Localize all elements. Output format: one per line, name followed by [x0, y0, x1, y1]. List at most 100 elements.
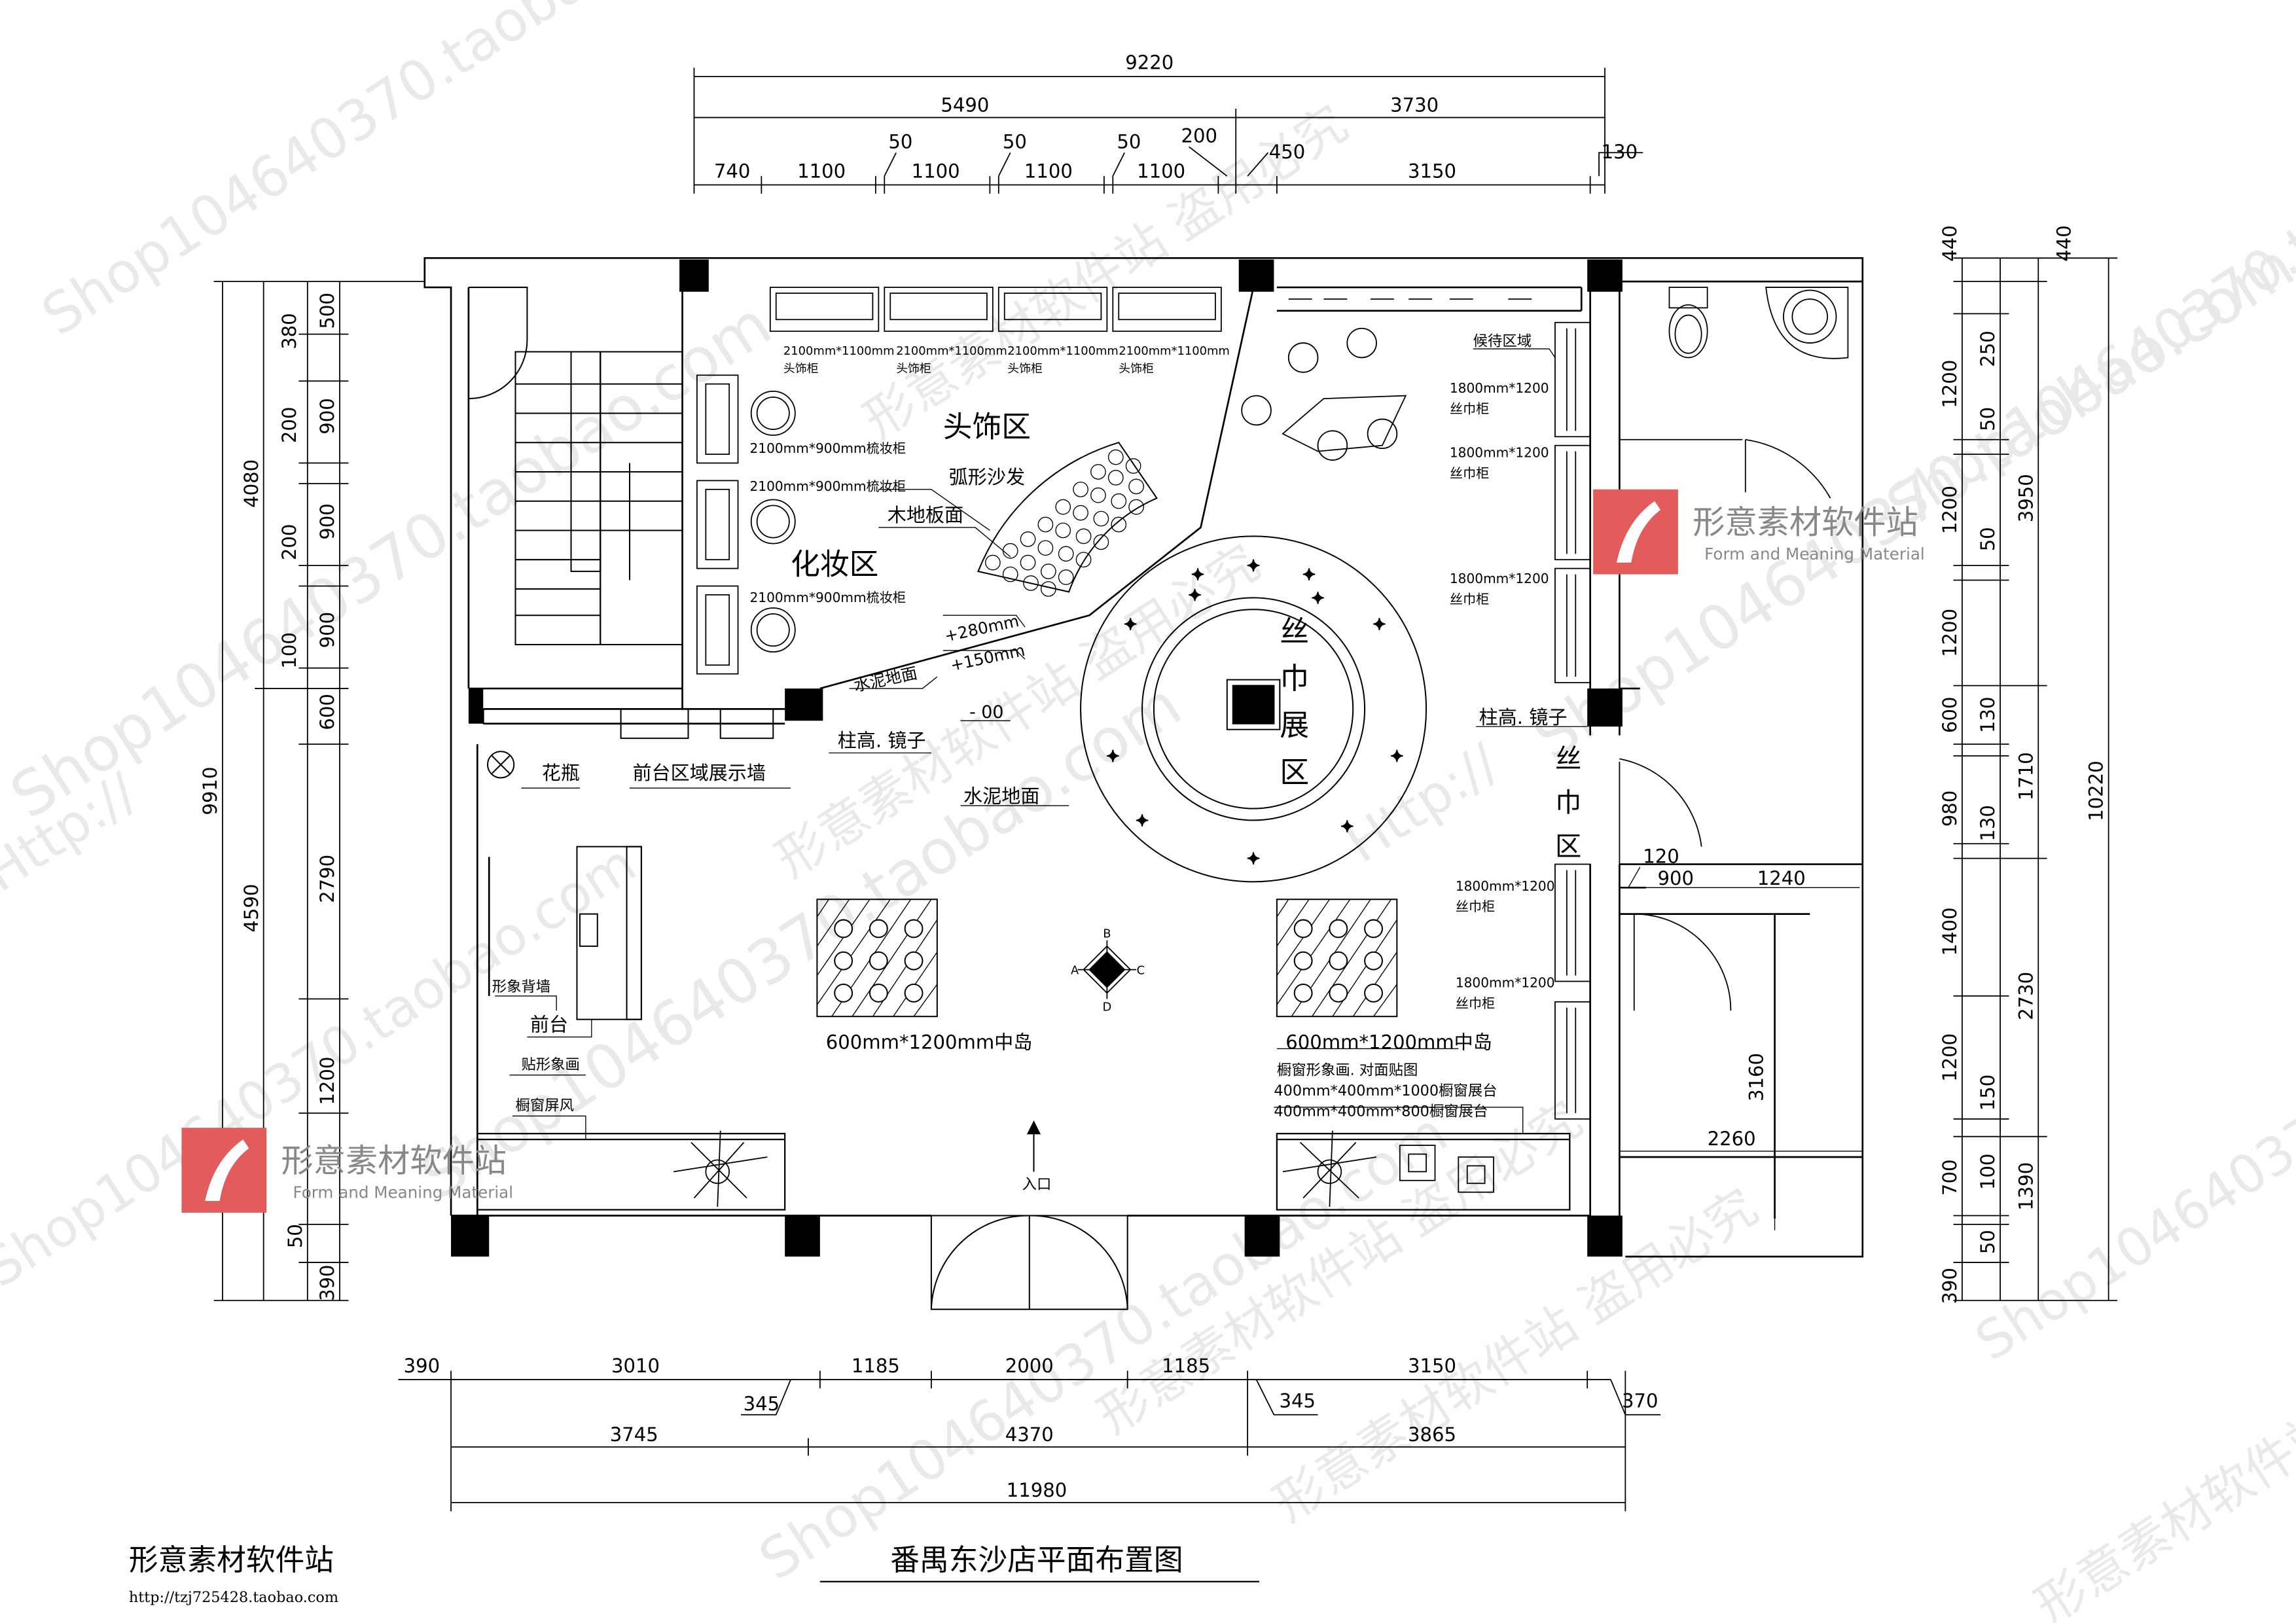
head-cabinet — [769, 287, 880, 332]
watermark-shop: Shop104640370.taobao.com — [31, 0, 742, 349]
makeup-cabinet — [696, 585, 739, 675]
scarf-cabinets — [1554, 321, 1591, 1120]
head-cabinet-labels: 2100mm*1100mm 头饰柜 2100mm*1100mm 头饰柜 2100… — [783, 344, 1230, 376]
dim-label: 130 — [1977, 697, 1999, 734]
watermark-shop: Shop104640370.taobao.com — [1876, 46, 2296, 539]
dim-label: 1400 — [1939, 907, 1961, 955]
logo-en: Form and Meaning Material — [293, 1183, 513, 1202]
silk-scarf-display: ✦✦✦ ✦✦✦ ✦✦✦ ✦✦✦ — [1080, 535, 1427, 883]
dim-label: 600 — [1939, 697, 1961, 734]
vase-icon — [486, 751, 515, 779]
dim-label: 1240 — [1757, 867, 1806, 889]
dim-label: 1100 — [1024, 160, 1073, 182]
waiting-chair — [1317, 430, 1348, 461]
window-decor — [673, 1130, 1494, 1207]
dim-label: 3745 — [610, 1423, 658, 1446]
svg-text:✦: ✦ — [1106, 747, 1120, 766]
dim-label: 100 — [1977, 1154, 1999, 1190]
dim-label: 3160 — [1746, 1053, 1768, 1101]
cabinet-label: 1800mm*1200 — [1450, 445, 1549, 461]
label-silk-zone-2: 巾 — [1555, 788, 1581, 818]
shop-windows — [476, 1133, 1571, 1211]
svg-text:✦: ✦ — [1124, 615, 1138, 634]
display-stand — [1226, 679, 1281, 730]
label-column-mirror: 柱高. 镜子 — [838, 730, 926, 752]
cabinet-label: 丝巾柜 — [1450, 401, 1489, 416]
toilet-tank — [1668, 287, 1708, 309]
column — [451, 1215, 490, 1257]
cabinet-label: 丝巾柜 — [1450, 591, 1489, 607]
dim-top-overall: 9220 — [1125, 52, 1174, 74]
label-wood-floor: 木地板面 — [888, 504, 963, 526]
label-silk-display-2: 巾 — [1280, 661, 1309, 696]
svg-text:✦: ✦ — [1390, 747, 1404, 766]
label-window-note-3: 400mm*400mm*800橱窗展台 — [1274, 1103, 1488, 1120]
dim-label: 130 — [1977, 805, 1999, 842]
compass-labels: B A C D — [1071, 927, 1145, 1014]
dim-label: 3150 — [1408, 160, 1456, 182]
compass-label: B — [1103, 927, 1111, 940]
bathroom — [1619, 287, 1849, 1011]
dim-bottom-overall: 11980 — [1007, 1479, 1067, 1501]
logo-upper: 形意素材软件站 Form and Meaning Material — [1593, 489, 1925, 575]
toilet-icon — [1668, 304, 1708, 359]
label-silk-zone-1: 丝 — [1555, 744, 1581, 774]
cabinet-label: 丝巾柜 — [1456, 899, 1495, 914]
label-silk-display-1: 丝 — [1280, 614, 1309, 649]
watermark-shop: Shop104640370.taobao.com — [0, 289, 784, 833]
column — [679, 259, 709, 292]
column — [1587, 259, 1623, 292]
cabinet-label: 2100mm*900mm梳妆柜 — [749, 440, 905, 456]
label-entrance: 入口 — [1022, 1176, 1052, 1193]
label-headwear-zone: 头饰区 — [943, 409, 1031, 444]
label-waiting: 候待区域 — [1473, 333, 1532, 350]
label-window-note-2: 400mm*400mm*1000橱窗展台 — [1274, 1082, 1497, 1099]
dim-label: 50 — [1977, 1230, 1999, 1254]
svg-text:✦: ✦ — [1247, 556, 1261, 575]
svg-text:✦: ✦ — [1340, 817, 1354, 836]
bottom-dimensions — [398, 1370, 1661, 1512]
dim-label: 900 — [316, 503, 338, 540]
svg-text:✦: ✦ — [1136, 811, 1149, 830]
cabinet-label: 2100mm*1100mm — [1007, 344, 1119, 358]
dim-label: 980 — [1939, 791, 1961, 827]
dim-label: 150 — [1977, 1075, 1999, 1111]
dim-label: 2790 — [316, 855, 338, 903]
inner-dimension-labels: 120 900 1240 3160 2260 — [1643, 845, 1806, 1150]
label-window-screen: 橱窗屏风 — [516, 1097, 574, 1114]
watermark-cn: 形意素材软件站 盗用必究 — [1088, 1090, 1592, 1445]
dim-label: 50 — [1977, 527, 1999, 551]
central-islands — [816, 899, 1398, 1018]
compass-label: C — [1137, 963, 1145, 977]
brand-url: http://tzj725428.taobao.com — [129, 1589, 338, 1606]
dim-label: 450 — [1269, 141, 1306, 163]
dim-right-bottom: 1390 — [2015, 1162, 2037, 1211]
plant-icon — [1282, 1130, 1377, 1207]
zone-labels: 头饰区 化妆区 弧形沙发 木地板面 丝 巾 展 区 丝 巾 区 候待区域 水泥地… — [492, 333, 1582, 1194]
waiting-chair — [1241, 395, 1272, 426]
column — [1587, 1215, 1623, 1257]
arc-sofa — [977, 442, 1158, 597]
waiting-area — [1241, 298, 1532, 461]
dim-label: 2000 — [1005, 1355, 1054, 1377]
head-cabinet — [884, 287, 994, 332]
scarf-cabinet — [1554, 863, 1591, 982]
column — [1587, 688, 1623, 727]
footer: 形意素材软件站 http://tzj725428.taobao.com 番禺东沙… — [129, 1543, 1260, 1606]
drawing-title: 番禺东沙店平面布置图 — [890, 1543, 1183, 1577]
scarf-cabinet — [1554, 321, 1591, 438]
stool — [750, 499, 796, 544]
right-dimension-labels: 10220 3950 1710 2730 1390 440 440 250 12… — [1939, 225, 2108, 1304]
right-dimensions — [1953, 257, 2118, 1302]
cabinet-label: 2100mm*900mm梳妆柜 — [749, 478, 905, 494]
dim-label: 500 — [316, 293, 338, 329]
dim-right-mid: 1710 — [2015, 752, 2037, 800]
scarf-cabinet-labels: 1800mm*1200 丝巾柜 1800mm*1200 丝巾柜 1800mm*1… — [1450, 380, 1555, 1011]
column — [1238, 259, 1274, 292]
label-cement-floor-2: 水泥地面 — [963, 785, 1039, 808]
waiting-chair — [1367, 418, 1398, 450]
cabinet-label: 2100mm*1100mm — [783, 344, 895, 358]
cabinet-label: 头饰柜 — [1007, 362, 1043, 376]
dim-label: 1200 — [316, 1057, 338, 1105]
dim-label: 50 — [284, 1224, 306, 1248]
